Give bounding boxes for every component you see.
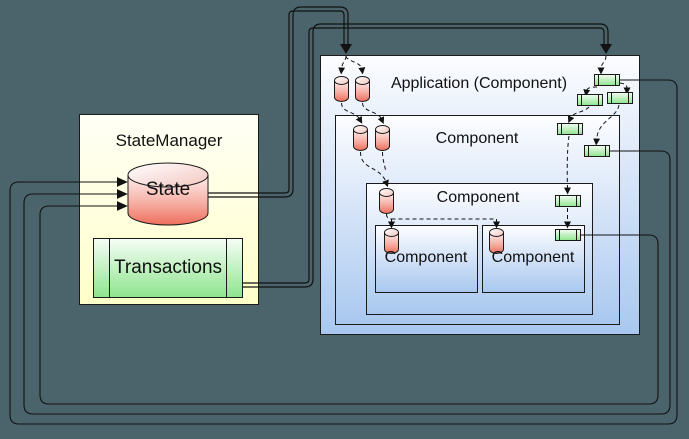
component-bottom-left-box [375,225,478,293]
transactions-box [93,238,243,298]
component-bottom-right-box [482,225,585,293]
arrowhead-icon [340,44,352,54]
arrowhead-icon [600,44,612,54]
